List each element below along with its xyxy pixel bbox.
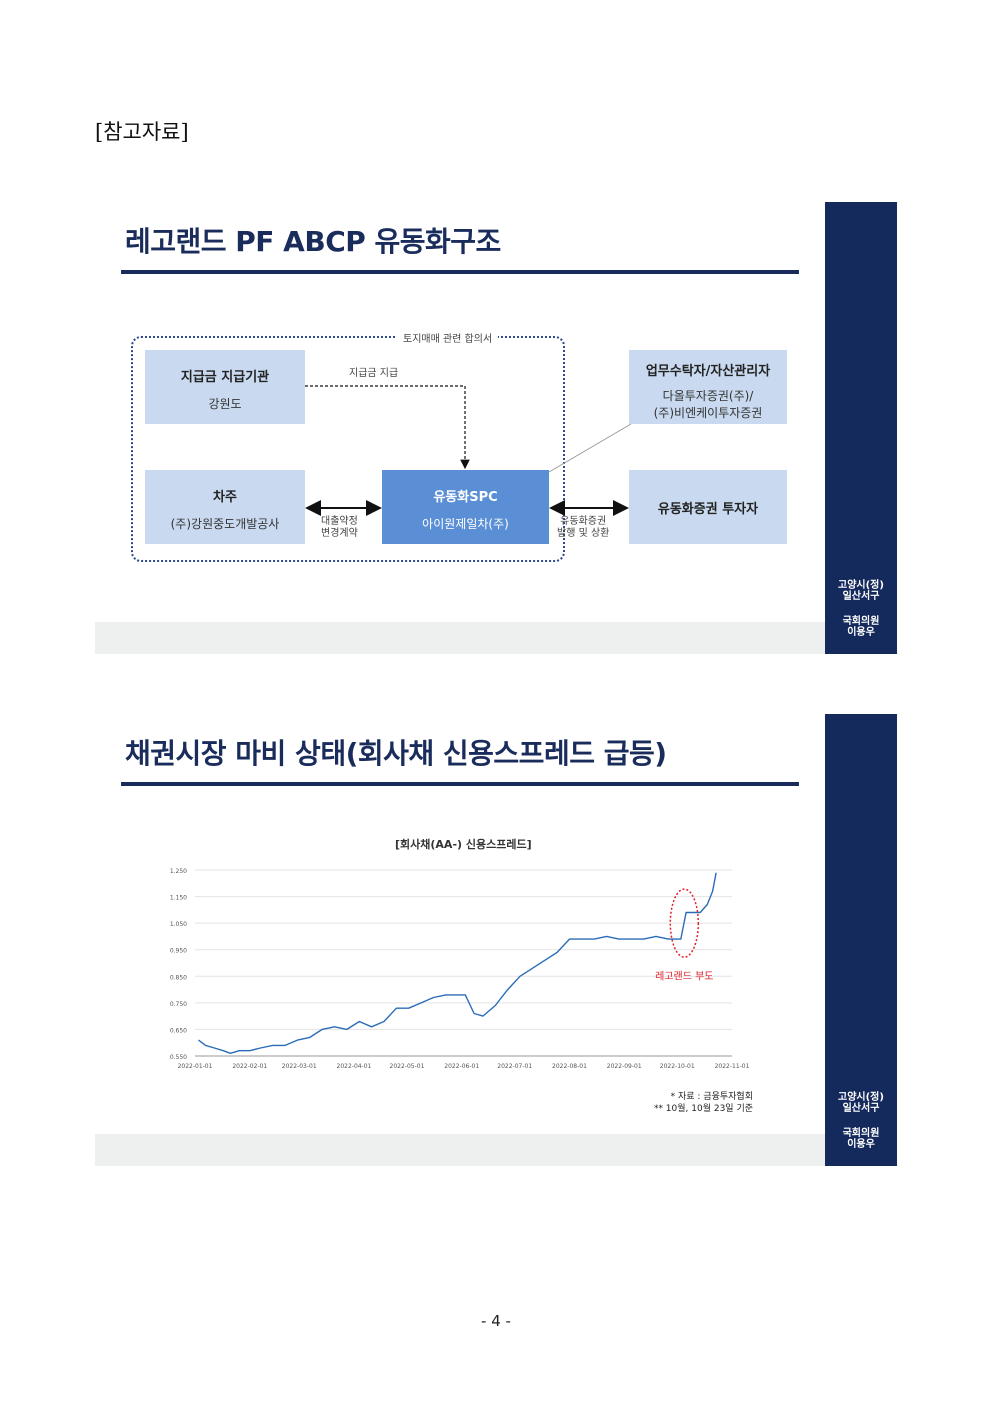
payer-name: 강원도 — [208, 397, 242, 411]
source-note: * 자료 : 금융투자협회 — [670, 1092, 753, 1102]
chart-title: [회사채(AA-) 신용스프레드] — [395, 838, 532, 851]
sidebar-band — [825, 714, 897, 1166]
loan-label: 대출약정 변경계약 — [321, 516, 358, 540]
x-tick-label: 2022-02-01 — [232, 1063, 267, 1070]
district-label: 고양시(정) 일산서구 — [825, 580, 897, 602]
issue-label-line-2: 발행 및 상환 — [557, 528, 610, 539]
slide-title: 채권시장 마비 상태(회사채 신용스프레드 급등) — [125, 737, 667, 770]
spc-name: 아이원제일차(주) — [422, 517, 509, 531]
y-tick-label: 0.650 — [170, 1027, 187, 1034]
y-tick-label: 0.750 — [170, 1001, 187, 1008]
member-label: 국회의원 이용우 — [825, 1128, 897, 1150]
member-line-1: 국회의원 — [842, 616, 880, 627]
box-investor: 유동화증권 투자자 — [629, 470, 787, 544]
slide-pf-abcp-structure: 레고랜드 PF ABCP 유동화구조 고양시(정) 일산서구 국회의원 이용우 … — [95, 202, 897, 654]
district-line-2: 일산서구 — [842, 1103, 880, 1114]
legoland-highlight — [669, 888, 700, 958]
x-tick-label: 2022-10-01 — [660, 1063, 695, 1070]
district-line-1: 고양시(정) — [838, 1092, 884, 1103]
y-tick-label: 1.250 — [170, 868, 187, 875]
issue-label: 유동화증권 발행 및 상환 — [557, 516, 609, 540]
loan-label-line-2: 변경계약 — [321, 528, 358, 539]
spread-series-line — [198, 872, 717, 1054]
y-tick-label: 0.850 — [170, 974, 187, 981]
slide-title: 레고랜드 PF ABCP 유동화구조 — [125, 225, 501, 258]
x-tick-label: 2022-01-01 — [178, 1063, 213, 1070]
title-underline — [121, 270, 799, 274]
investor-title: 유동화증권 투자자 — [657, 502, 759, 517]
source-notes: * 자료 : 금융투자협회 ** 10월, 10월 23일 기준 — [654, 1091, 753, 1115]
date-note: ** 10월, 10월 23일 기준 — [653, 1104, 753, 1114]
box-spc: 유동화SPC 아이원제일차(주) — [382, 470, 549, 544]
member-line-1: 국회의원 — [842, 1128, 880, 1139]
y-tick-label: 1.050 — [170, 921, 187, 928]
box-borrower: 차주 (주)강원중도개발공사 — [145, 470, 305, 544]
box-trustee: 업무수탁자/자산관리자 다올투자증권(주)/ (주)비엔케이투자증권 — [629, 350, 787, 424]
y-tick-label: 0.550 — [170, 1054, 187, 1061]
agreement-frame-label: 토지매매 관련 합의서 — [397, 334, 499, 346]
borrower-title: 차주 — [213, 490, 237, 505]
trustee-title: 업무수탁자/자산관리자 — [645, 364, 771, 379]
issue-label-line-1: 유동화증권 — [560, 516, 607, 527]
page-number: - 4 - — [481, 1312, 511, 1330]
payer-title: 지급금 지급기관 — [180, 370, 270, 385]
district-label: 고양시(정) 일산서구 — [825, 1092, 897, 1114]
member-line-2: 이용우 — [847, 627, 875, 638]
footer-band — [95, 622, 825, 654]
footer-band — [95, 1134, 825, 1166]
y-tick-label: 1.150 — [170, 895, 187, 902]
spc-title: 유동화SPC — [433, 490, 498, 505]
loan-label-line-1: 대출약정 — [321, 516, 358, 527]
trustee-name-1: 다올투자증권(주)/ — [662, 389, 754, 403]
box-payer: 지급금 지급기관 강원도 — [145, 350, 305, 424]
sidebar-band — [825, 202, 897, 654]
member-label: 국회의원 이용우 — [825, 616, 897, 638]
borrower-name: (주)강원중도개발공사 — [170, 517, 280, 531]
spread-chart: 1.250 1.150 1.050 0.950 0.850 0.750 0.650 0.550… — [170, 868, 750, 1070]
district-line-2: 일산서구 — [842, 591, 880, 602]
x-tick-label: 2022-07-01 — [497, 1063, 532, 1070]
x-tick-label: 2022-11-01 — [715, 1063, 750, 1070]
district-line-1: 고양시(정) — [838, 580, 884, 591]
x-tick-label: 2022-09-01 — [607, 1063, 642, 1070]
trustee-name-2: (주)비엔케이투자증권 — [653, 406, 763, 420]
legoland-annotation: 레고랜드 부도 — [655, 970, 713, 982]
x-tick-label: 2022-04-01 — [337, 1063, 372, 1070]
member-line-2: 이용우 — [847, 1139, 875, 1150]
slide-bond-market: 채권시장 마비 상태(회사채 신용스프레드 급등) 고양시(정) 일산서구 국회… — [95, 714, 897, 1166]
x-tick-label: 2022-05-01 — [390, 1063, 425, 1070]
x-tick-label: 2022-08-01 — [552, 1063, 587, 1070]
reference-label: [참고자료] — [95, 120, 189, 144]
y-tick-label: 0.950 — [170, 948, 187, 955]
x-tick-label: 2022-03-01 — [282, 1063, 317, 1070]
payment-label: 지급금 지급 — [349, 368, 399, 379]
title-underline — [121, 782, 799, 786]
x-tick-label: 2022-06-01 — [444, 1063, 479, 1070]
